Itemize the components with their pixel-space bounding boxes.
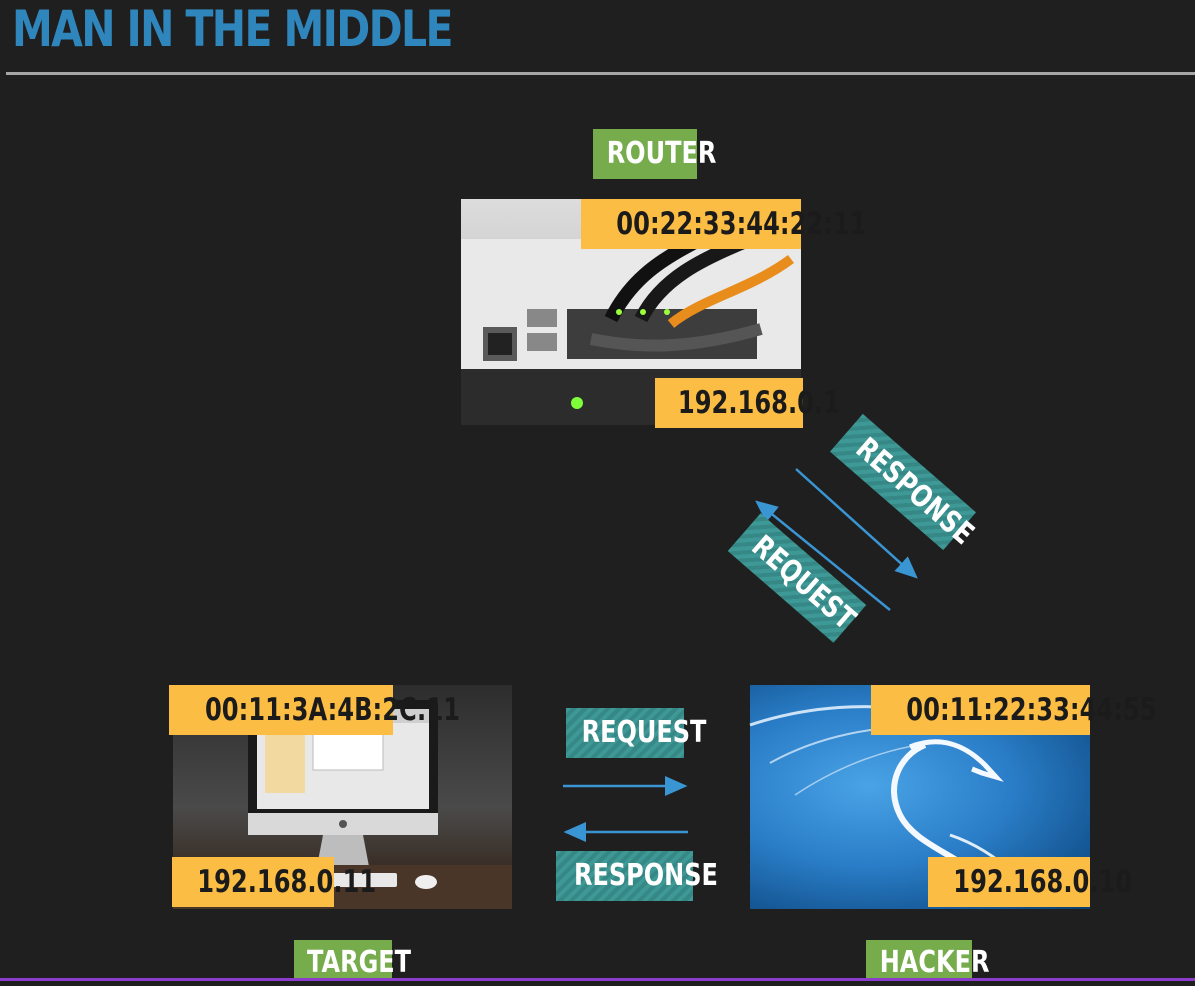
page-title: MAN IN THE MIDDLE xyxy=(12,0,454,58)
arrow-router-to-hacker xyxy=(795,468,918,579)
router-mac-address: 00:22:33:44:22:11 xyxy=(581,199,867,249)
router-label: ROUTER xyxy=(593,129,716,179)
arrow-hacker-to-router xyxy=(755,500,891,611)
bottom-divider xyxy=(0,978,1195,981)
target-mac-address: 00:11:3A:4B:2C:11 xyxy=(169,685,460,735)
target-hacker-request-label: REQUEST xyxy=(566,708,706,758)
hacker-mac-address: 00:11:22:33:44:55 xyxy=(871,685,1157,735)
target-label: TARGET xyxy=(294,940,411,981)
hacker-label: HACKER xyxy=(866,940,989,981)
target-ip-address: 192.168.0.11 xyxy=(172,857,376,907)
title-divider xyxy=(6,72,1195,75)
target-hacker-response-label: RESPONSE xyxy=(556,851,718,901)
router-ip-address: 192.168.0.1 xyxy=(655,378,840,428)
hacker-ip-address: 192.168.0.10 xyxy=(928,857,1132,907)
